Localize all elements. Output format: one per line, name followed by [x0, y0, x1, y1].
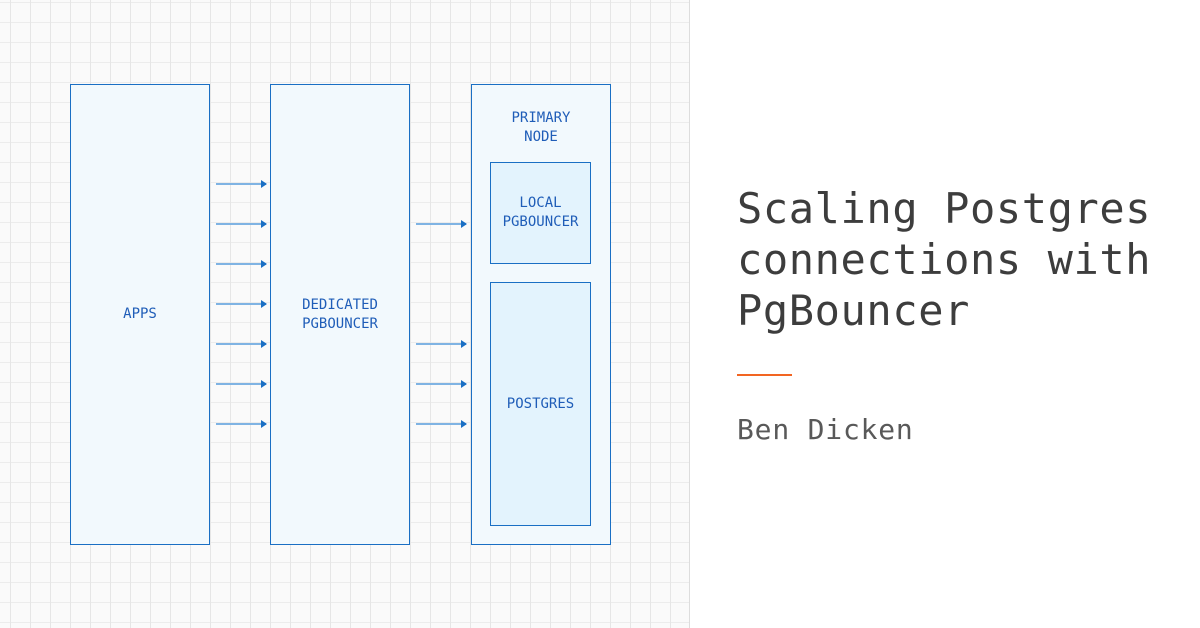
apps-box: APPS: [70, 84, 210, 545]
arrow-apps-to-dedicated: [216, 380, 267, 388]
arrow-apps-to-dedicated: [216, 220, 267, 228]
diagram-panel: APPS DEDICATED PGBOUNCER PRIMARY NODE LO…: [0, 0, 690, 628]
accent-divider: [737, 374, 792, 376]
arrow-apps-to-dedicated: [216, 180, 267, 188]
apps-label: APPS: [123, 306, 157, 322]
dedicated-pgbouncer-box: DEDICATED PGBOUNCER: [270, 84, 410, 545]
arrow-dedicated-to-postgres: [416, 380, 467, 388]
arrow-apps-to-dedicated: [216, 260, 267, 268]
article-title: Scaling Postgres connections with PgBoun…: [737, 184, 1152, 335]
local-pgbouncer-box: LOCAL PGBOUNCER: [490, 162, 591, 264]
postgres-box: POSTGRES: [490, 282, 591, 526]
arrow-dedicated-to-local-pgbouncer: [416, 220, 467, 228]
dedicated-pgbouncer-label: DEDICATED PGBOUNCER: [302, 296, 378, 332]
arrow-apps-to-dedicated: [216, 300, 267, 308]
postgres-label: POSTGRES: [506, 395, 575, 412]
arrow-apps-to-dedicated: [216, 340, 267, 348]
arrow-apps-to-dedicated: [216, 420, 267, 428]
arrow-dedicated-to-postgres: [416, 420, 467, 428]
local-pgbouncer-label: LOCAL PGBOUNCER: [502, 195, 579, 230]
arrow-dedicated-to-postgres: [416, 340, 467, 348]
author-name: Ben Dicken: [737, 413, 914, 446]
primary-node-box: PRIMARY NODE LOCAL PGBOUNCER POSTGRES: [471, 84, 611, 545]
primary-node-label: PRIMARY NODE: [511, 110, 571, 145]
